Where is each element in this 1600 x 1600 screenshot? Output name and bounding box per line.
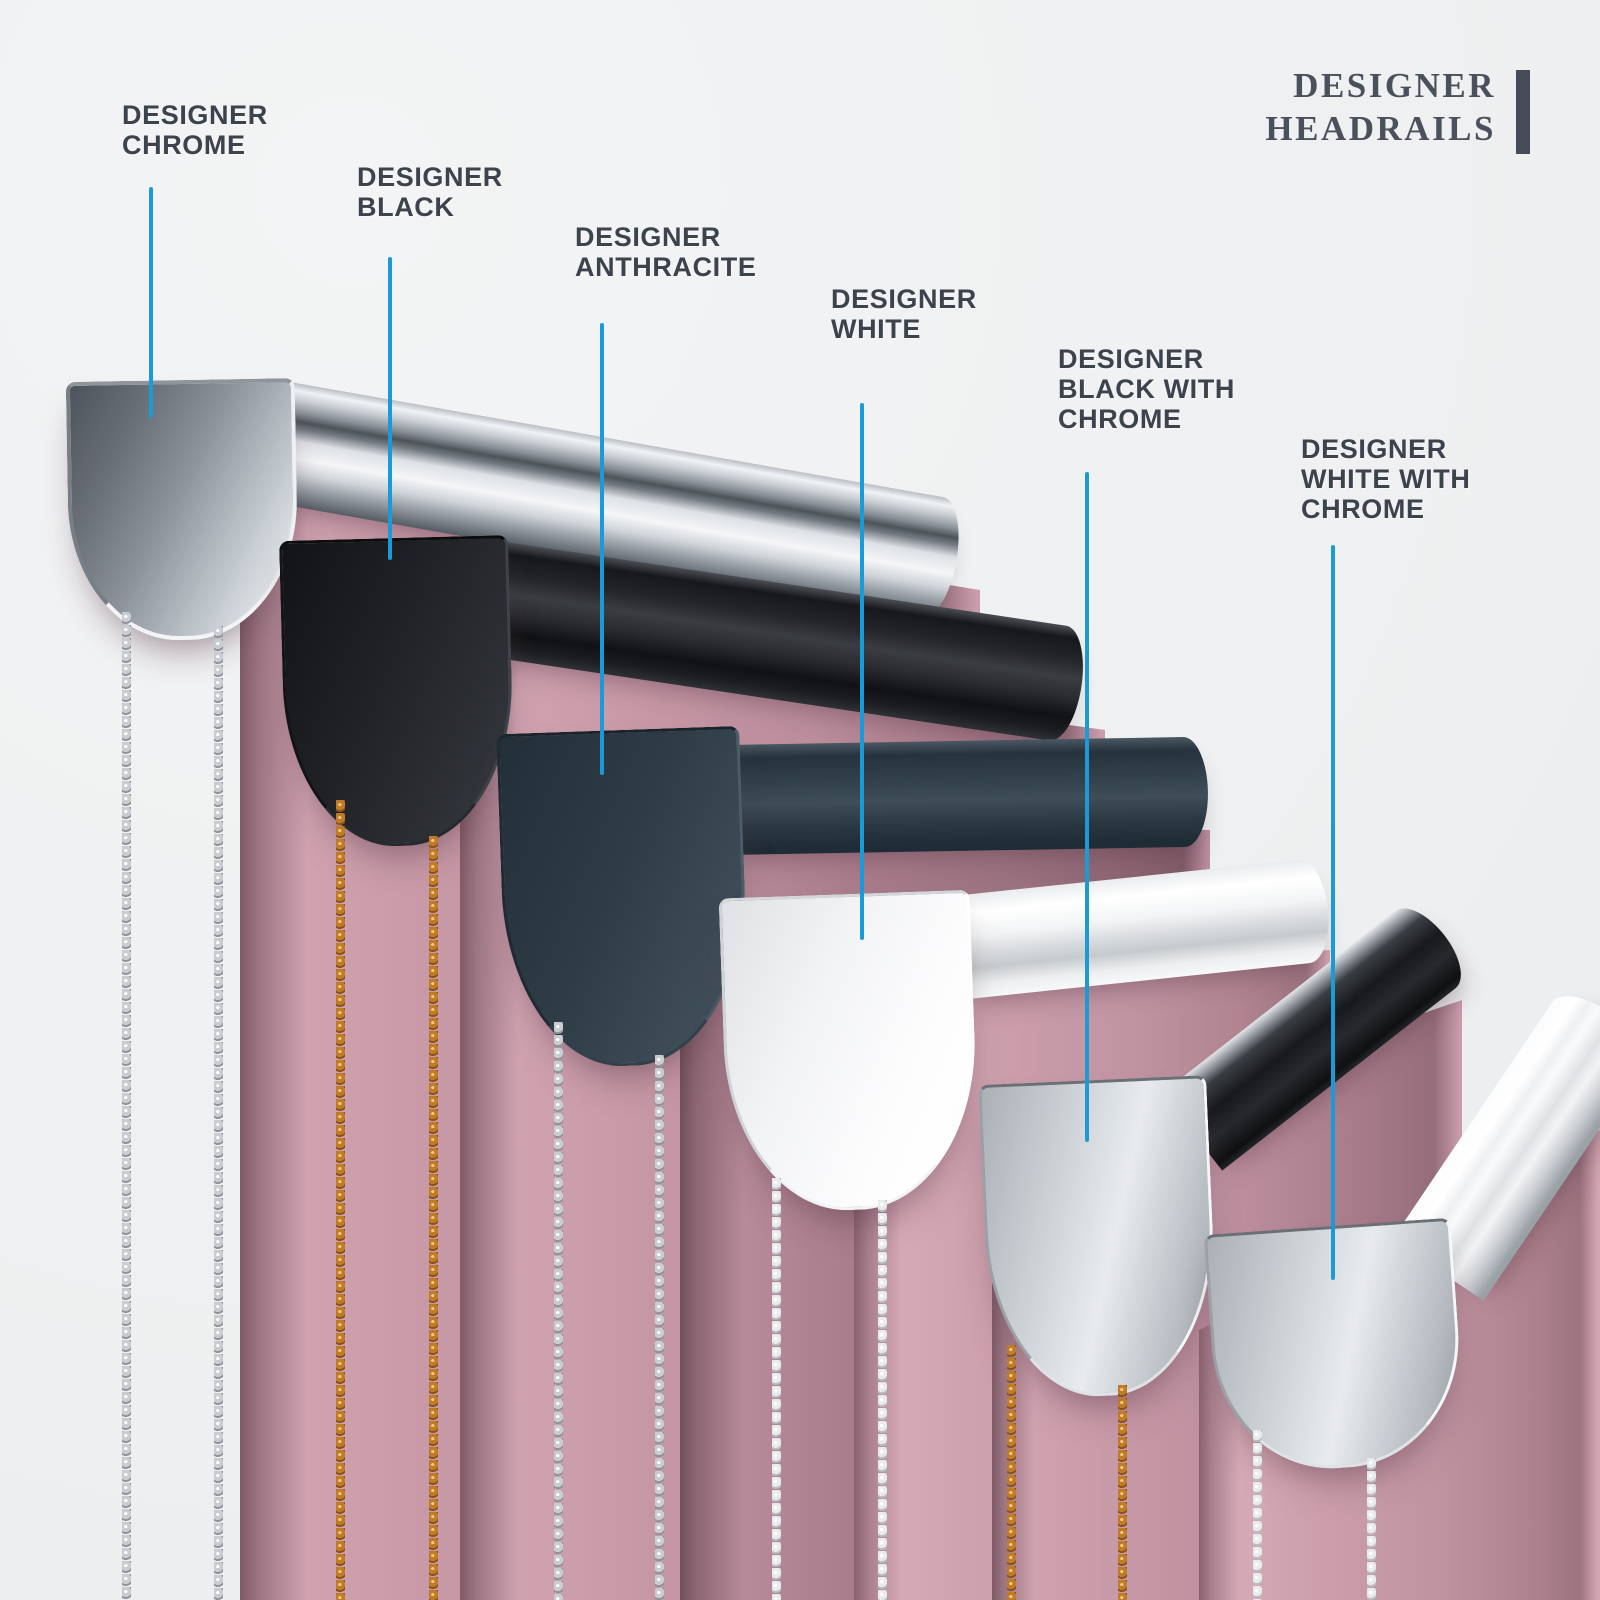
bead-chain (1118, 1385, 1127, 1600)
brand-logo: DESIGNER HEADRAILS (1265, 64, 1530, 154)
label-line: DESIGNER (831, 284, 977, 314)
bead-chain (336, 800, 345, 1600)
leader-line-anthracite (600, 323, 604, 775)
leader-line-black-with-chrome (1085, 472, 1089, 1142)
label-line: DESIGNER (575, 222, 721, 252)
label-line: DESIGNER (1058, 344, 1204, 374)
label-line: DESIGNER (122, 100, 268, 130)
bead-chain (655, 1055, 664, 1600)
label-line: ANTHRACITE (575, 252, 757, 282)
leader-line-white (860, 403, 864, 940)
brand-wordmark: DESIGNER HEADRAILS (1265, 64, 1496, 150)
leader-line-chrome (149, 187, 153, 418)
label-line: WHITE (831, 314, 921, 344)
label-designer-white-with-chrome: DESIGNER WHITE WITH CHROME (1301, 434, 1470, 524)
leader-line-white-with-chrome (1331, 545, 1335, 1280)
label-line: BLACK WITH (1058, 374, 1235, 404)
label-line: CHROME (122, 130, 246, 160)
bead-chain (772, 1178, 781, 1600)
bead-chain (122, 612, 131, 1600)
bead-chain (554, 1022, 563, 1600)
label-line: DESIGNER (357, 162, 503, 192)
leader-line-black (388, 257, 392, 560)
brand-line-2: HEADRAILS (1265, 109, 1496, 148)
label-designer-black: DESIGNER BLACK (357, 162, 503, 222)
label-line: WHITE WITH (1301, 464, 1471, 494)
bead-chain (1007, 1345, 1016, 1600)
label-line: CHROME (1058, 404, 1182, 434)
label-line: CHROME (1301, 494, 1425, 524)
label-designer-anthracite: DESIGNER ANTHRACITE (575, 222, 757, 282)
bead-chain (1253, 1430, 1262, 1600)
brand-line-1: DESIGNER (1293, 66, 1496, 105)
label-designer-chrome: DESIGNER CHROME (122, 100, 268, 160)
bead-chain (214, 626, 223, 1600)
anthracite-rail-tube (725, 736, 1209, 855)
label-line: DESIGNER (1301, 434, 1447, 464)
bead-chain (878, 1200, 887, 1600)
label-line: BLACK (357, 192, 455, 222)
label-designer-black-with-chrome: DESIGNER BLACK WITH CHROME (1058, 344, 1235, 434)
bead-chain (429, 836, 438, 1600)
bead-chain (1367, 1458, 1376, 1600)
label-designer-white: DESIGNER WHITE (831, 284, 977, 344)
brand-bar (1516, 70, 1530, 154)
